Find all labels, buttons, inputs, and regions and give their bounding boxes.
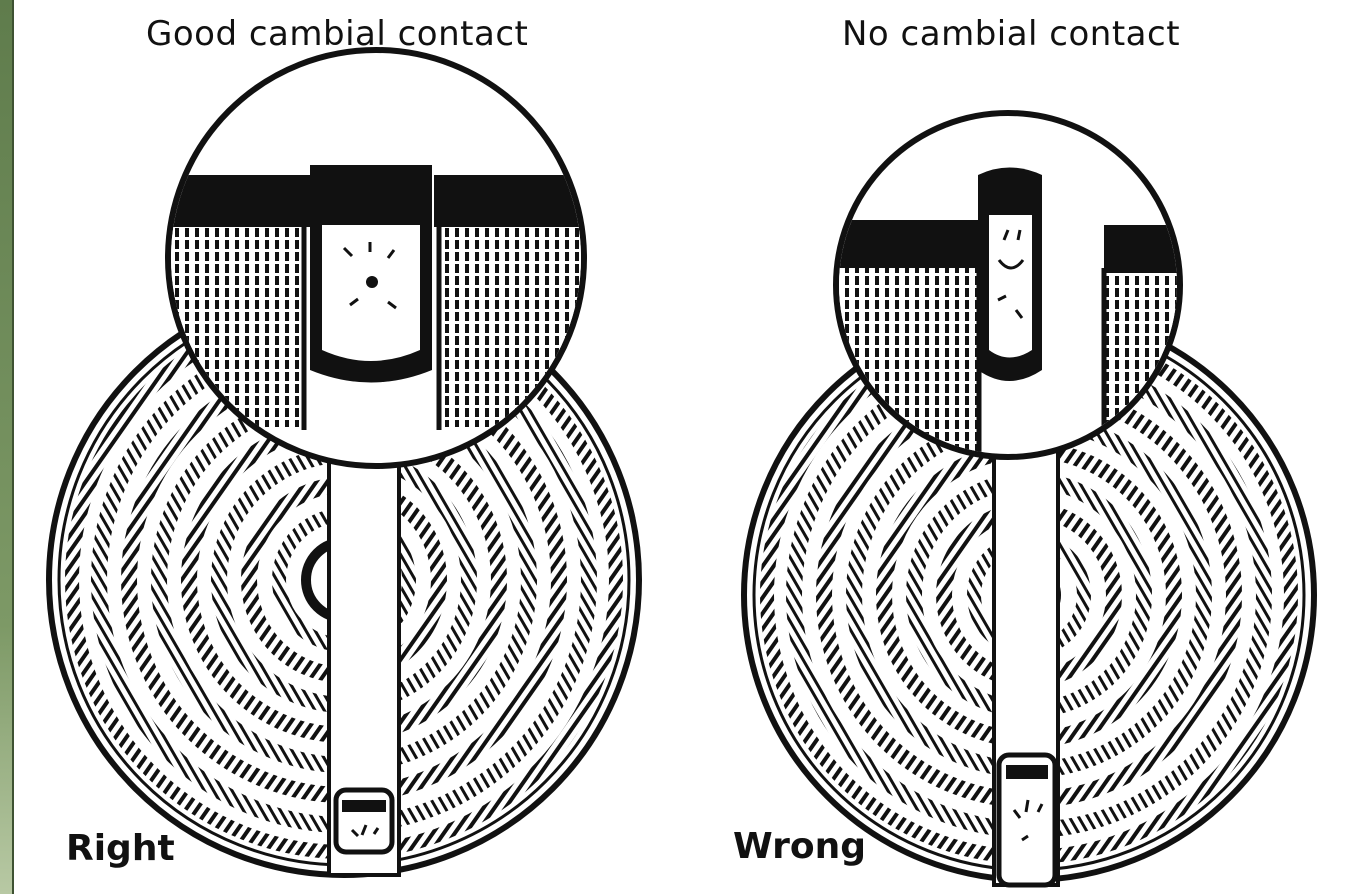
right-tag: Wrong — [733, 826, 866, 867]
right-scion-bottom — [999, 755, 1055, 885]
left-caption: Good cambial contact — [146, 14, 528, 54]
grafting-diagram — [14, 0, 1353, 894]
right-caption: No cambial contact — [842, 14, 1180, 54]
left-scion-bottom — [336, 790, 392, 852]
left-tag: Right — [66, 828, 175, 869]
right-scion-wedge — [978, 168, 1042, 382]
left-scion-wedge — [310, 165, 432, 383]
